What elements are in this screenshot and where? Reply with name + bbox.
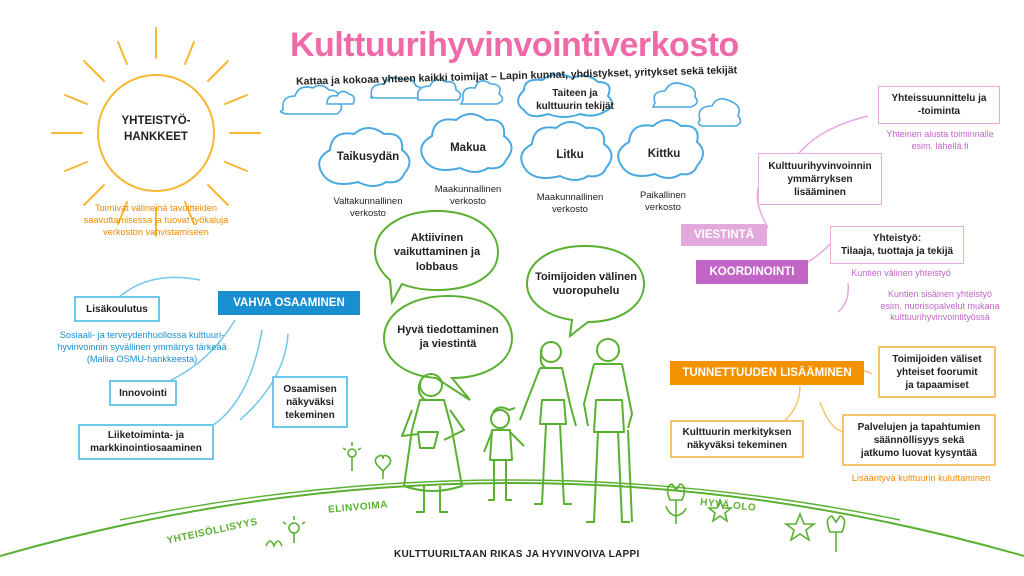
cloud-label-litku: Litku <box>556 149 584 161</box>
sun-caption: Toimivat välineinä tavoitteiden saavutta… <box>83 203 229 237</box>
note-kuluttaminen: Lisääntyvä kulttuurin kuluttaminen <box>851 473 991 483</box>
page-title: Kulttuurihyvinvointiverkosto <box>290 26 739 64</box>
tag-vahva-osaaminen: VAHVA OSAAMINEN <box>218 291 360 315</box>
box-innovointi: Innovointi <box>109 380 177 406</box>
decorations <box>265 442 846 552</box>
cloud-icon-litku <box>520 121 613 181</box>
grass-icon <box>265 540 283 549</box>
cloud-label-makua: Makua <box>450 142 486 154</box>
sun-label: YHTEISTYÖ- HANKKEET <box>121 115 191 143</box>
small-clouds <box>279 76 742 127</box>
tulip-icon <box>826 515 846 552</box>
cloud-label-taikusydan: Taikusydän <box>336 151 400 163</box>
box-lisakoulutus: Lisäkoulutus <box>74 296 160 322</box>
flower-icon <box>342 442 362 471</box>
cloud-icon-taikusydan <box>318 127 411 187</box>
cloud-label-kittku: Kittku <box>647 148 681 160</box>
footer-text: KULTTUURILTAAN RIKAS JA HYVINVOIVA LAPPI <box>394 549 640 560</box>
box-yhteissuunnittelu: Yhteissuunnittelu ja-toiminta <box>878 86 1000 124</box>
tulip-icon <box>665 483 687 524</box>
cloud-icon-tekijat <box>517 73 614 118</box>
star-icon <box>783 511 817 542</box>
cloud-icon-makua <box>420 113 513 173</box>
heart-icon <box>374 454 392 479</box>
star-icon <box>706 497 734 523</box>
speech-bubble-icon <box>373 209 646 401</box>
cloud-icon-kittku <box>617 119 704 179</box>
text-sote: Sosiaali- ja terveydenhuollossa kulttuur… <box>57 330 227 364</box>
flower-icon <box>282 516 306 543</box>
note-kuntien-valinen: Kuntien välinen yhteistyö <box>851 268 951 278</box>
sun-icon <box>51 27 261 237</box>
box-yhteistyo: Yhteistyö:Tilaaja, tuottaja ja tekijä <box>830 226 964 264</box>
ground-hill <box>0 479 1024 557</box>
people-icon <box>401 338 633 523</box>
tag-viestinta: VIESTINTÄ <box>681 224 767 246</box>
tag-tunnettuuden-lisaaminen: TUNNETTUUDEN LISÄÄMINEN <box>670 361 864 385</box>
tag-koordinointi: KOORDINOINTI <box>696 260 808 284</box>
